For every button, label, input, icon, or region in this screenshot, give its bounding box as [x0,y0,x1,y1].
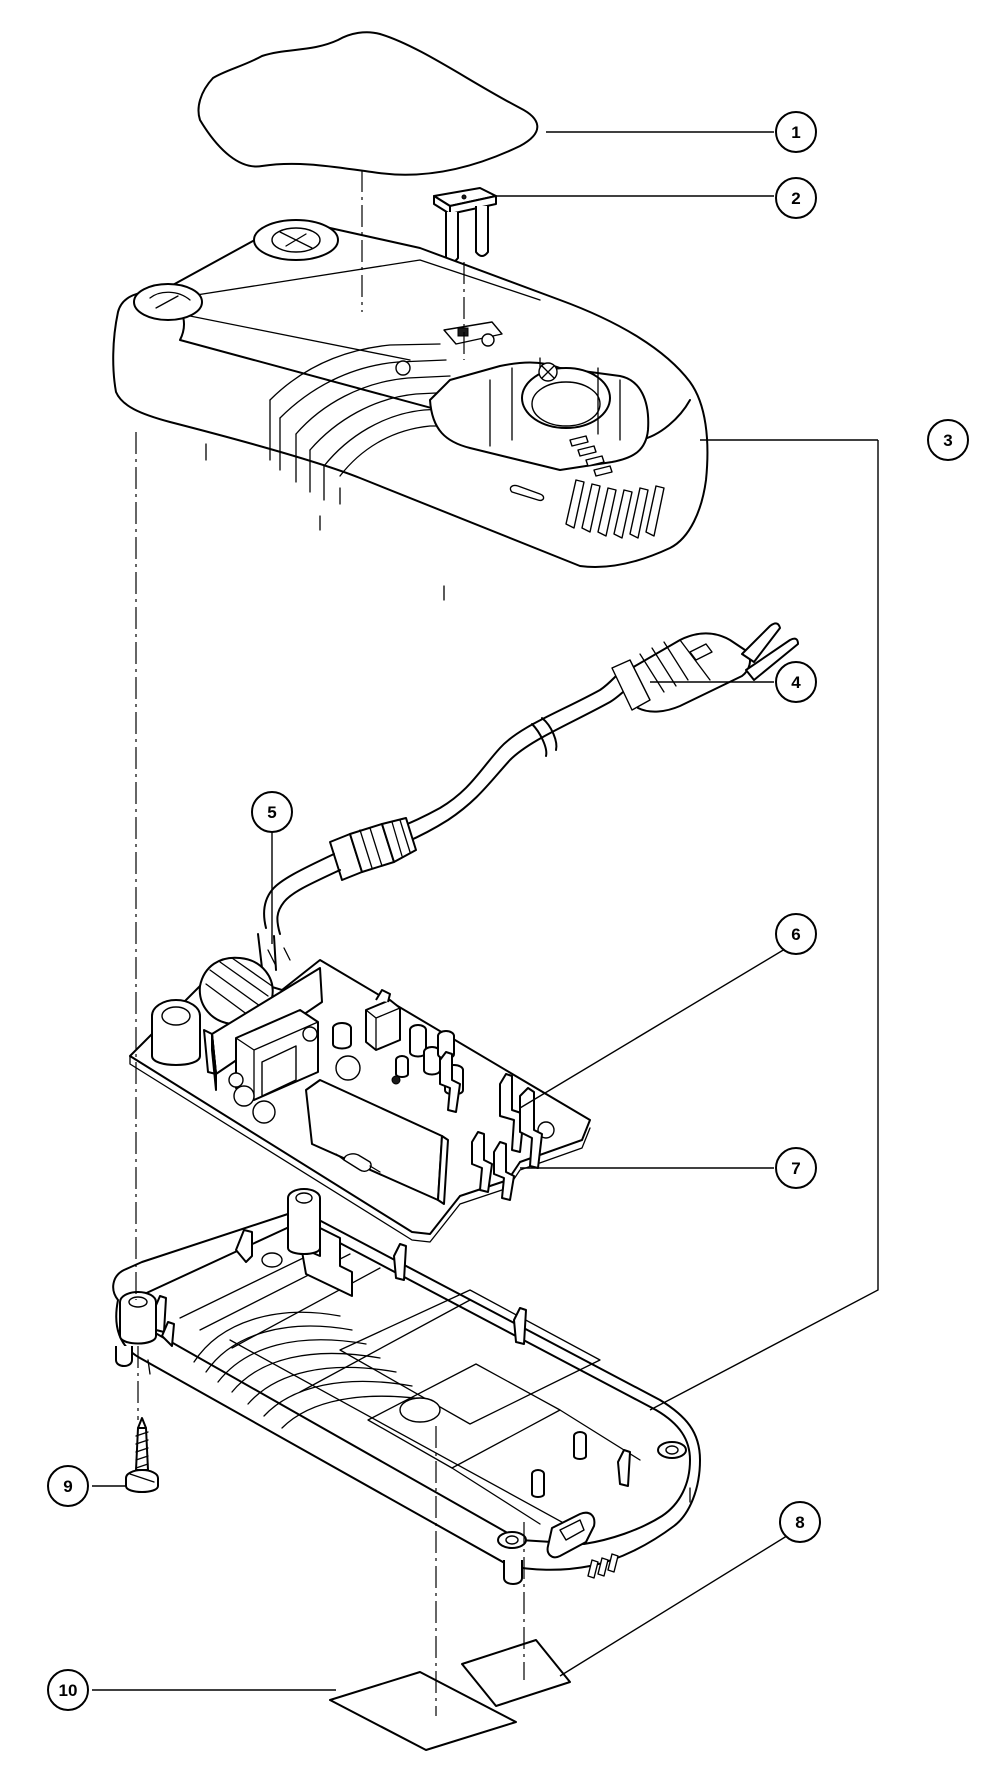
part-10-label [329,1671,517,1751]
svg-text:4: 4 [791,673,801,692]
svg-text:3: 3 [943,431,952,450]
callout-9: 9 [47,1465,89,1507]
callout-7: 7 [775,1147,817,1189]
svg-text:7: 7 [791,1159,800,1178]
callout-6: 6 [775,913,817,955]
part-8-label [461,1639,571,1707]
part-5-wire-lead [257,853,341,971]
part-6-terminal-clip [439,1051,543,1201]
callout-2: 2 [775,177,817,219]
svg-text:6: 6 [791,925,800,944]
callout-3: 3 [927,419,969,461]
leader-8 [559,1533,791,1677]
callout-5: 5 [251,791,293,833]
callout-leader-lines [92,131,879,1691]
svg-text:9: 9 [63,1477,72,1496]
part-3-base [112,1188,701,1585]
callout-8: 8 [779,1501,821,1543]
svg-text:10: 10 [59,1681,78,1700]
leader-6 [519,945,791,1109]
part-3-housing [112,219,709,601]
part-4-cord [329,622,799,881]
svg-text:8: 8 [795,1513,804,1532]
part-1-label [197,31,539,176]
callout-1: 1 [775,111,817,153]
assembly-center-lines [135,170,525,1716]
leader-3b [649,440,879,1411]
part-9-screw [125,1417,159,1493]
callout-10: 10 [47,1669,89,1711]
svg-text:5: 5 [267,803,276,822]
svg-text:2: 2 [791,189,800,208]
svg-text:1: 1 [791,123,800,142]
callout-4: 4 [775,661,817,703]
part-2-terminal [433,187,497,263]
